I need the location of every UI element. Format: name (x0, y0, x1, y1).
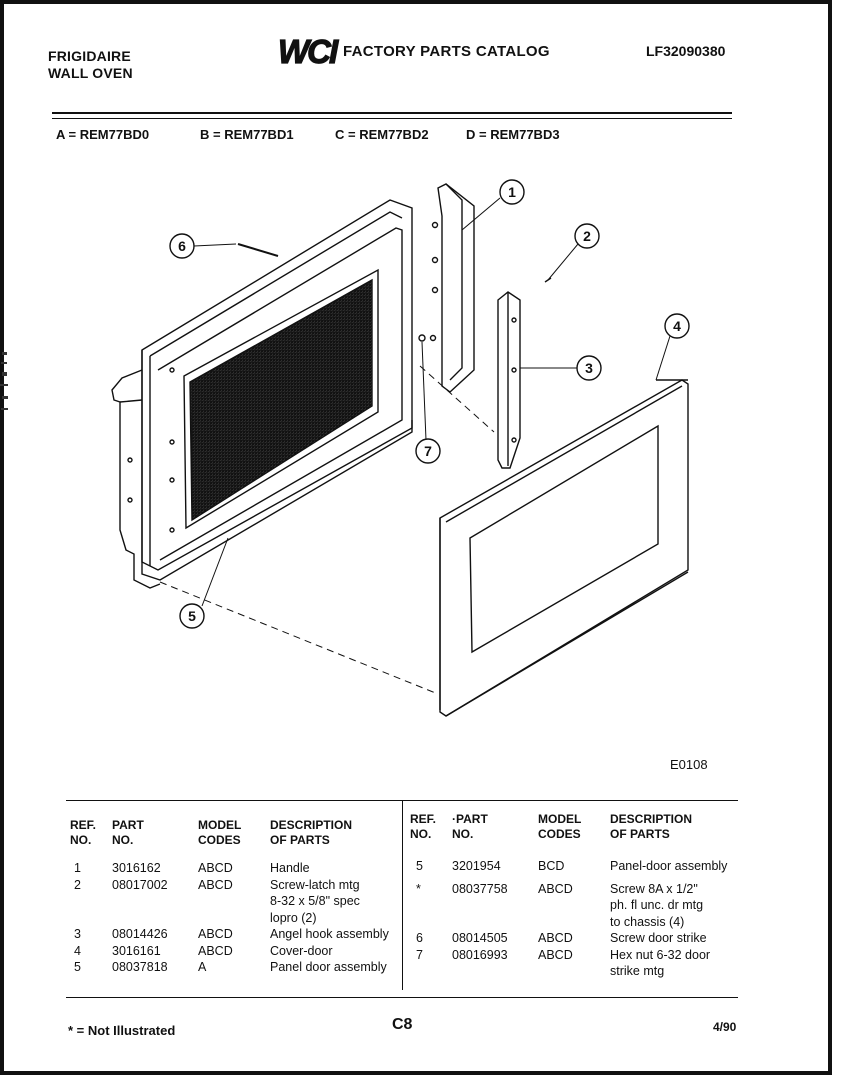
callout-3: 3 (576, 355, 602, 381)
table-bottom-rule (66, 997, 738, 998)
wci-logo-text: WCI (278, 34, 339, 68)
door-handle (429, 183, 475, 393)
figure-code: E0108 (670, 757, 708, 772)
col-ref: REF.NO. (410, 812, 437, 841)
callout-7: 7 (415, 438, 441, 464)
brand-name: FRIGIDAIRE (48, 48, 131, 64)
callout-leaders (193, 197, 671, 607)
callout-1-label: 1 (508, 184, 516, 200)
callout-6-label: 6 (178, 238, 186, 254)
callout-4-label: 4 (673, 318, 681, 334)
header-rule (52, 112, 732, 114)
callout-1: 1 (499, 179, 525, 205)
screw-6 (237, 243, 279, 257)
brand-block: FRIGIDAIRE WALL OVEN (48, 48, 133, 82)
table-divider (402, 800, 403, 990)
model-c: C = REM77BD2 (335, 127, 429, 142)
hex-nut-7 (418, 334, 426, 342)
bottom-rail (141, 420, 413, 581)
publish-date: 4/90 (713, 1020, 737, 1034)
hinge-bracket (111, 367, 175, 589)
panel-door (439, 379, 689, 717)
exploded-diagram: 1 2 3 4 5 6 7 (111, 179, 690, 717)
header-rule-thin (52, 118, 732, 119)
model-b: B = REM77BD1 (200, 127, 294, 142)
catalog-number: LF32090380 (646, 43, 726, 59)
callout-2: 2 (574, 223, 600, 249)
callout-5: 5 (179, 603, 205, 629)
callout-3-label: 3 (585, 360, 593, 376)
callout-6: 6 (169, 233, 195, 259)
footnote: * = Not Illustrated (68, 1023, 176, 1038)
oven-window (183, 268, 379, 530)
callout-5-label: 5 (188, 608, 196, 624)
callout-4: 4 (664, 313, 690, 339)
catalog-title: FACTORY PARTS CATALOG (343, 43, 550, 60)
callout-7-label: 7 (424, 443, 432, 459)
page-code: C8 (392, 1016, 413, 1033)
wci-logo: WCI (278, 34, 340, 68)
latch-bracket (497, 291, 521, 469)
callout-2-label: 2 (583, 228, 591, 244)
scan-marks (0, 352, 8, 410)
col-ref: REF.NO. (70, 818, 97, 847)
model-a: A = REM77BD0 (56, 127, 150, 142)
model-d: D = REM77BD3 (466, 127, 560, 142)
page-border (0, 0, 832, 1075)
assembly-lines (159, 365, 495, 695)
product-type: WALL OVEN (48, 65, 133, 81)
